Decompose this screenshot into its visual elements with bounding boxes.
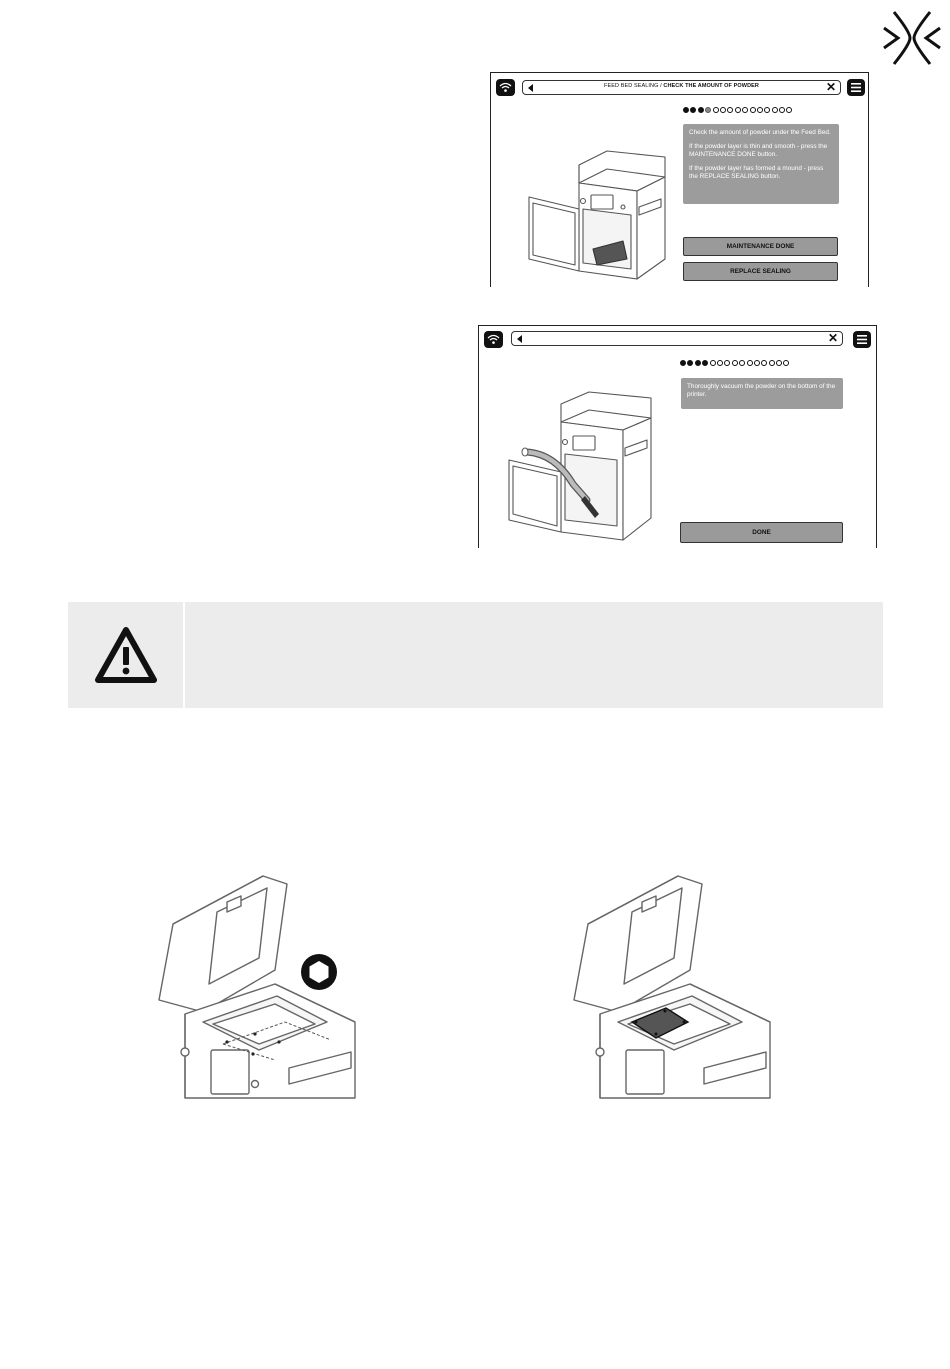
progress-dot [756, 107, 763, 113]
progress-dot [742, 107, 749, 113]
progress-dot [779, 107, 786, 113]
back-arrow-icon[interactable] [528, 84, 533, 92]
progress-dot [680, 360, 686, 366]
progress-dot [761, 360, 768, 366]
instruction-box: Check the amount of powder under the Fee… [683, 124, 839, 204]
instruction-text: If the powder layer is thin and smooth -… [689, 143, 828, 158]
progress-dot [749, 107, 756, 113]
progress-dot [705, 107, 712, 113]
warning-block [68, 602, 883, 708]
progress-dot [702, 360, 709, 366]
progress-dot [753, 360, 760, 366]
progress-dot [764, 107, 771, 113]
replace-sealing-button[interactable]: REPLACE SEALING [683, 262, 838, 281]
instruction-text: Thoroughly vacuum the powder on the bott… [687, 383, 836, 398]
progress-dot [739, 360, 746, 366]
hex-key-icon [301, 954, 337, 990]
instruction-text: If the powder layer has formed a mound -… [689, 165, 824, 180]
done-button[interactable]: DONE [680, 522, 843, 543]
hamburger-menu-icon [857, 335, 867, 344]
progress-dot [709, 360, 716, 366]
printer-lid-open-sealing-plate-illustration [573, 875, 771, 1099]
printer-powder-illustration [528, 150, 666, 280]
wifi-button[interactable] [496, 79, 515, 96]
maintenance-done-button[interactable]: MAINTENANCE DONE [683, 237, 838, 256]
wifi-button[interactable] [484, 331, 503, 348]
printer-vacuum-illustration [508, 391, 652, 541]
progress-dot [783, 360, 790, 366]
close-icon[interactable]: ✕ [827, 331, 838, 345]
progress-dot [746, 360, 753, 366]
progress-dot [734, 107, 741, 113]
progress-dot [727, 107, 734, 113]
hamburger-menu-icon [851, 83, 861, 92]
screen-check-powder: FEED BED SEALING / CHECK THE AMOUNT OF P… [490, 72, 869, 287]
instruction-box: Thoroughly vacuum the powder on the bott… [681, 378, 843, 409]
progress-dot [768, 360, 775, 366]
back-arrow-icon[interactable] [517, 335, 522, 343]
progress-dot [724, 360, 731, 366]
wifi-icon [499, 82, 512, 92]
nav-bar: FEED BED SEALING / CHECK THE AMOUNT OF P… [522, 80, 841, 95]
wifi-icon [487, 334, 500, 344]
close-icon[interactable]: ✕ [825, 80, 836, 94]
menu-button[interactable] [853, 331, 871, 348]
progress-dot [786, 107, 793, 113]
progress-dot [719, 107, 726, 113]
progress-dot [731, 360, 738, 366]
progress-dot [716, 360, 723, 366]
warning-icon-cell [68, 602, 185, 708]
step-progress [683, 107, 793, 113]
progress-dot [694, 360, 701, 366]
printer-lid-open-screws-illustration [158, 875, 356, 1099]
instruction-text: Check the amount of powder under the Fee… [689, 129, 831, 136]
progress-dot [687, 360, 694, 366]
brand-logo-icon [883, 11, 941, 65]
screen-vacuum-powder: ✕ Thoroughly vacuum the powder on the bo… [478, 325, 877, 548]
progress-dot [697, 107, 704, 113]
progress-dot [712, 107, 719, 113]
progress-dot [690, 107, 697, 113]
progress-dot [771, 107, 778, 113]
warning-triangle-icon [94, 627, 157, 683]
progress-dot [683, 107, 689, 113]
nav-title: FEED BED SEALING / CHECK THE AMOUNT OF P… [604, 83, 759, 89]
menu-button[interactable] [847, 79, 865, 96]
step-progress [680, 360, 790, 366]
nav-bar: ✕ [511, 331, 843, 346]
progress-dot [776, 360, 783, 366]
